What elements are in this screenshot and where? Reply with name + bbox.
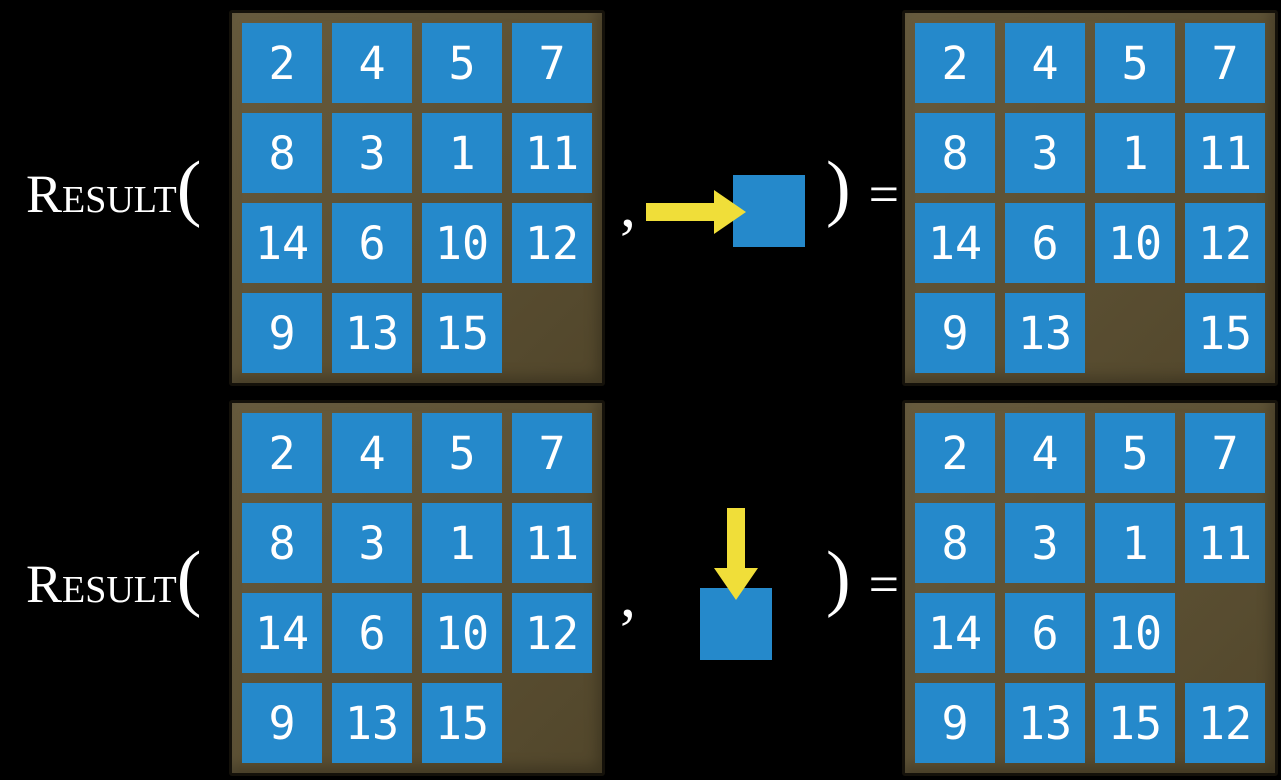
puzzle-tile-4: 4: [1005, 413, 1085, 493]
puzzle-tile-4: 4: [332, 413, 412, 493]
puzzle-tile-11: 11: [512, 503, 592, 583]
puzzle-tile-4: 4: [332, 23, 412, 103]
puzzle-tile-15: 15: [422, 293, 502, 373]
puzzle-tile-4: 4: [1005, 23, 1085, 103]
puzzle-tile-9: 9: [242, 293, 322, 373]
puzzle-tile-8: 8: [242, 503, 322, 583]
equals-sign: =: [868, 554, 900, 614]
puzzle-tile-15: 15: [422, 683, 502, 763]
puzzle-tile-8: 8: [242, 113, 322, 193]
puzzle-tile-13: 13: [1005, 293, 1085, 373]
puzzle-blank-cell: [1095, 293, 1175, 373]
puzzle-tile-9: 9: [242, 683, 322, 763]
puzzle-tile-5: 5: [1095, 23, 1175, 103]
moving-tile-square-icon: [733, 175, 805, 247]
puzzle-tile-14: 14: [915, 593, 995, 673]
puzzle-blank-cell: [512, 293, 592, 373]
function-name: Result: [26, 554, 177, 614]
puzzle-tile-6: 6: [332, 593, 412, 673]
puzzle-tile-14: 14: [242, 593, 322, 673]
puzzle-tile-3: 3: [332, 113, 412, 193]
equals-sign: =: [868, 164, 900, 224]
puzzle-tile-6: 6: [332, 203, 412, 283]
puzzle-tile-15: 15: [1095, 683, 1175, 763]
puzzle-tile-2: 2: [915, 413, 995, 493]
function-name: Result: [26, 164, 177, 224]
puzzle-tile-8: 8: [915, 503, 995, 583]
puzzle-tile-11: 11: [1185, 503, 1265, 583]
puzzle-tile-6: 6: [1005, 203, 1085, 283]
puzzle-tile-13: 13: [1005, 683, 1085, 763]
puzzle-blank-cell: [512, 683, 592, 763]
puzzle-tile-12: 12: [1185, 203, 1265, 283]
open-paren: (: [176, 537, 202, 619]
puzzle-tile-9: 9: [915, 683, 995, 763]
puzzle-tile-11: 11: [512, 113, 592, 193]
comma-separator: ,: [620, 559, 636, 630]
puzzle-tile-1: 1: [1095, 503, 1175, 583]
open-paren: (: [176, 147, 202, 229]
puzzle-tile-10: 10: [422, 593, 502, 673]
puzzle-tile-2: 2: [915, 23, 995, 103]
puzzle-tile-12: 12: [512, 593, 592, 673]
result-function-label: Result(: [26, 151, 201, 225]
puzzle-tile-12: 12: [1185, 683, 1265, 763]
close-paren-equals-group: )=: [826, 151, 899, 225]
puzzle-tile-5: 5: [422, 413, 502, 493]
puzzle-tile-3: 3: [1005, 503, 1085, 583]
puzzle-tile-13: 13: [332, 293, 412, 373]
puzzle-tile-9: 9: [915, 293, 995, 373]
puzzle-tile-7: 7: [512, 413, 592, 493]
puzzle-blank-cell: [1185, 593, 1265, 673]
puzzle-tile-5: 5: [422, 23, 502, 103]
puzzle-tile-3: 3: [332, 503, 412, 583]
puzzle-tile-1: 1: [422, 113, 502, 193]
result-function-label: Result(: [26, 541, 201, 615]
puzzle-tile-10: 10: [1095, 203, 1175, 283]
close-paren: ): [826, 147, 851, 229]
puzzle-tile-6: 6: [1005, 593, 1085, 673]
puzzle-tile-14: 14: [242, 203, 322, 283]
puzzle-tile-10: 10: [1095, 593, 1175, 673]
slide-right-arrow-icon: [646, 190, 746, 234]
comma-separator: ,: [620, 169, 636, 240]
close-paren-equals-group: )=: [826, 541, 899, 615]
puzzle-tile-1: 1: [1095, 113, 1175, 193]
puzzle-tile-11: 11: [1185, 113, 1265, 193]
puzzle-tile-13: 13: [332, 683, 412, 763]
puzzle-tile-8: 8: [915, 113, 995, 193]
puzzle-tile-3: 3: [1005, 113, 1085, 193]
puzzle-tile-2: 2: [242, 413, 322, 493]
puzzle-tile-12: 12: [512, 203, 592, 283]
puzzle-tile-7: 7: [512, 23, 592, 103]
close-paren: ): [826, 537, 851, 619]
slide-down-arrow-icon: [714, 508, 758, 600]
puzzle-tile-1: 1: [422, 503, 502, 583]
puzzle-tile-15: 15: [1185, 293, 1265, 373]
moving-tile-square-icon: [700, 588, 772, 660]
puzzle-tile-7: 7: [1185, 23, 1265, 103]
puzzle-tile-5: 5: [1095, 413, 1175, 493]
puzzle-tile-14: 14: [915, 203, 995, 283]
puzzle-tile-7: 7: [1185, 413, 1265, 493]
puzzle-tile-2: 2: [242, 23, 322, 103]
puzzle-tile-10: 10: [422, 203, 502, 283]
